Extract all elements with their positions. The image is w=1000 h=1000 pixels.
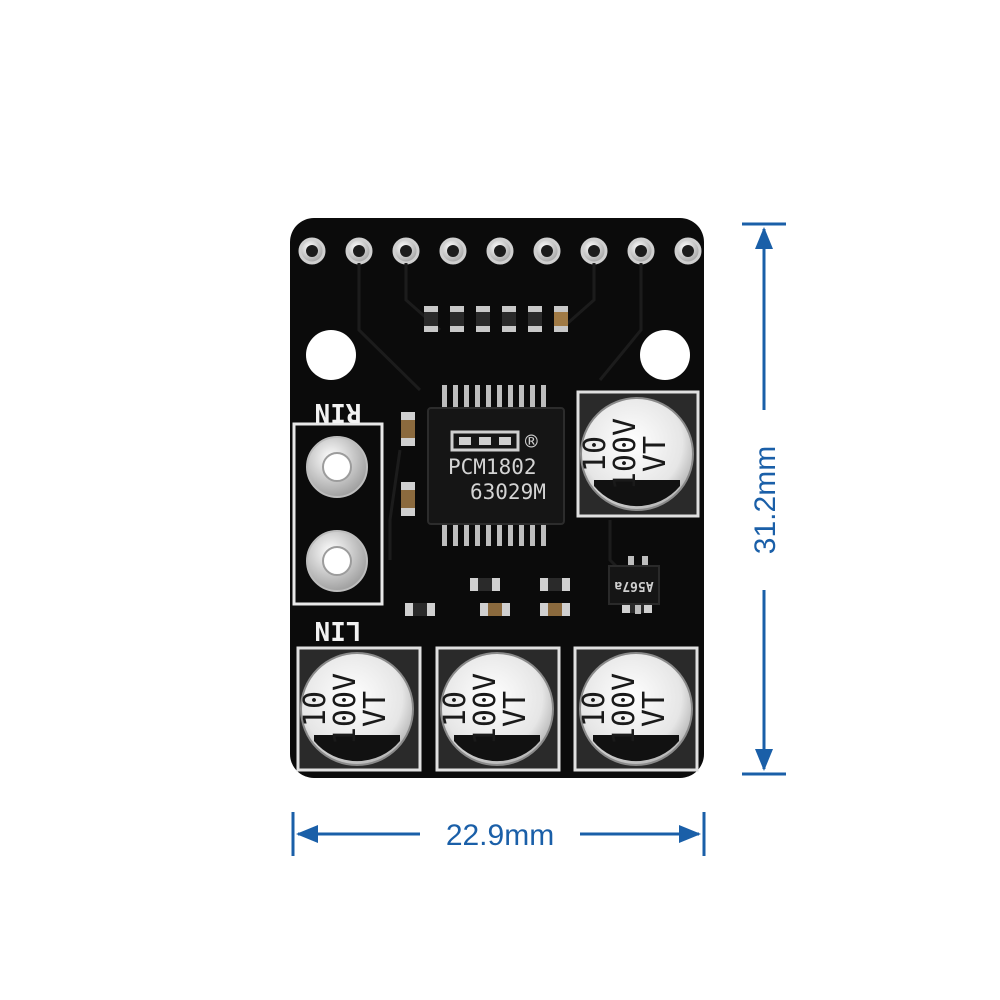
width-label: 22.9mm [446,819,554,852]
svg-text:100V: 100V [328,673,363,745]
capacitor-bottom-middle: 10 100V VT [435,646,561,772]
arrow-up-icon [755,227,773,249]
rin-label: RIN [315,397,362,427]
arrow-down-icon [755,749,773,771]
svg-text:100V: 100V [468,673,503,745]
svg-text:10: 10 [578,436,613,472]
svg-text:VT: VT [638,436,673,472]
chip-logo-icon [450,430,520,452]
svg-text:10: 10 [577,691,612,727]
chip-pins-top [442,385,546,409]
arrow-left-icon [296,825,318,843]
height-label: 31.2mm [749,446,782,554]
height-dimension [742,222,786,776]
chip-pins-bottom [442,522,546,546]
svg-text:100V: 100V [607,673,642,745]
header-pins [298,237,702,265]
svg-text:10: 10 [298,691,333,727]
chip-logo-mark: ® [525,430,538,454]
svg-text:VT: VT [358,691,393,727]
chip-part-number: PCM1802 [448,455,537,479]
arrow-right-icon [679,825,701,843]
lin-pad [306,530,368,592]
svg-text:100V: 100V [608,418,643,490]
rin-pad [306,436,368,498]
svg-text:10: 10 [438,691,473,727]
lin-label: LIN [315,615,362,645]
mounting-hole-left [306,330,356,380]
capacitor-bottom-right: 10 100V VT [573,646,699,772]
capacitor-top-right: 10 100V VT [576,390,700,518]
regulator-chip: A567a [608,556,660,614]
mounting-hole-right [640,330,690,380]
smd-components-bottom [405,578,652,616]
capacitor-bottom-left: 10 100V VT [296,646,422,772]
regulator-marking: A567a [614,578,653,593]
input-connector-frame [292,422,384,606]
pcm1802-chip: ® PCM1802 63029M [427,385,565,546]
smd-resistor-row [424,306,568,332]
chip-lot-code: 63029M [470,480,546,504]
svg-text:VT: VT [498,691,533,727]
width-dimension [291,812,706,856]
smd-capacitors-left [401,412,415,516]
svg-text:VT: VT [637,691,672,727]
